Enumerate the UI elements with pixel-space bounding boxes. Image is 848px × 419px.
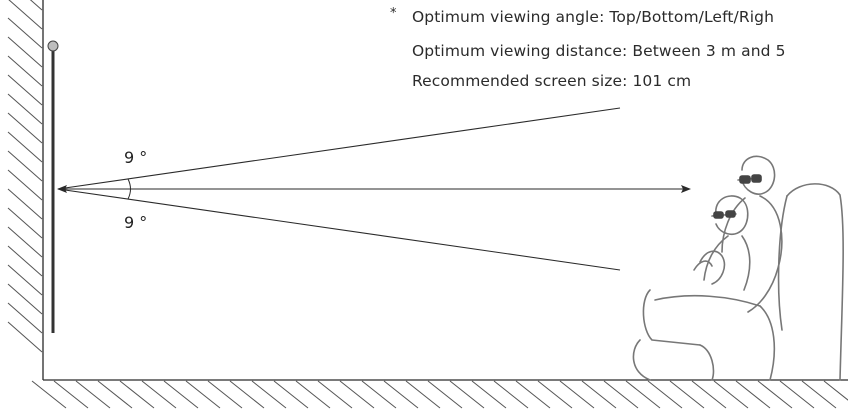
angle-arc — [127, 178, 131, 200]
wall-hatch-mark — [7, 283, 43, 315]
floor-hatch-mark — [559, 380, 595, 409]
floor-hatch-mark — [581, 380, 617, 409]
floor-hatch-mark — [515, 380, 551, 409]
wall-hatch-mark — [7, 207, 43, 239]
wall-hatch-mark — [7, 17, 43, 49]
floor-hatch-mark — [295, 380, 331, 409]
angle-label-top: 9 ° — [124, 148, 148, 167]
wall-hatch-mark — [8, 0, 43, 30]
floor-hatch-icon — [31, 380, 848, 409]
wall-hatch-mark — [7, 131, 43, 163]
wall-hatch-mark — [7, 112, 43, 144]
lower-angle-line — [57, 188, 621, 271]
floor-hatch-mark — [427, 380, 463, 409]
note-viewing-angle: Optimum viewing angle: Top/Bottom/Left/R… — [412, 8, 774, 26]
floor-hatch-mark — [141, 380, 177, 409]
floor-hatch-mark — [823, 380, 848, 401]
wall-hatch-mark — [7, 55, 43, 87]
wall-hatch-mark — [7, 150, 43, 182]
floor-hatch-mark — [757, 380, 793, 409]
floor-hatch-mark — [647, 380, 683, 409]
floor-hatch-mark — [735, 380, 771, 409]
angle-label-bottom: 9 ° — [124, 213, 148, 232]
wall-hatch-mark — [7, 74, 43, 106]
floor-hatch-mark — [119, 380, 155, 409]
viewers-on-sofa-icon — [632, 155, 844, 381]
floor-hatch-mark — [537, 380, 573, 409]
floor-hatch-mark — [625, 380, 661, 409]
viewing-notes: * Optimum viewing angle: Top/Bottom/Left… — [0, 0, 848, 100]
floor-hatch-mark — [229, 380, 265, 409]
floor-hatch-mark — [801, 380, 837, 409]
note-screen-size: Recommended screen size: 101 cm — [412, 72, 692, 90]
tv-knob — [47, 40, 59, 52]
note-viewing-distance: Optimum viewing distance: Between 3 m an… — [412, 42, 786, 60]
note-asterisk: * — [390, 6, 397, 21]
wall-hatch-mark — [7, 264, 43, 296]
floor-hatch-mark — [691, 380, 727, 409]
floor-hatch-mark — [185, 380, 221, 409]
arrowhead-left — [57, 185, 67, 193]
floor-hatch-mark — [383, 380, 419, 409]
wall-hatch-mark — [7, 169, 43, 201]
floor-hatch-mark — [75, 380, 111, 409]
wall-hatch-mark — [7, 226, 43, 258]
floor-hatch-mark — [471, 380, 507, 409]
floor-hatch-mark — [97, 380, 133, 409]
floor-hatch-mark — [603, 380, 639, 409]
floor-hatch-mark — [53, 380, 89, 409]
wall-hatch-mark — [29, 0, 43, 11]
floor-hatch-mark — [449, 380, 485, 409]
upper-angle-line — [57, 107, 621, 190]
wall-hatch-icon — [7, 0, 43, 353]
wall-hatch-mark — [7, 188, 43, 220]
arrowhead-right — [681, 185, 691, 193]
wall-hatch-mark — [7, 36, 43, 68]
wall-hatch-mark — [7, 302, 43, 334]
floor-hatch-mark — [361, 380, 397, 409]
floor-hatch-mark — [317, 380, 353, 409]
floor-hatch-mark — [339, 380, 375, 409]
wall-hatch-mark — [7, 245, 43, 277]
floor-hatch-mark — [31, 380, 67, 409]
floor-hatch-mark — [163, 380, 199, 409]
wall-hatch-mark — [7, 321, 43, 353]
floor-hatch-mark — [405, 380, 441, 409]
wall-hatch-mark — [7, 93, 43, 125]
floor-hatch-mark — [273, 380, 309, 409]
floor-hatch-mark — [251, 380, 287, 409]
floor-hatch-mark — [779, 380, 815, 409]
floor-hatch-mark — [493, 380, 529, 409]
floor-hatch-mark — [207, 380, 243, 409]
floor-hatch-mark — [713, 380, 749, 409]
floor-hatch-mark — [669, 380, 705, 409]
